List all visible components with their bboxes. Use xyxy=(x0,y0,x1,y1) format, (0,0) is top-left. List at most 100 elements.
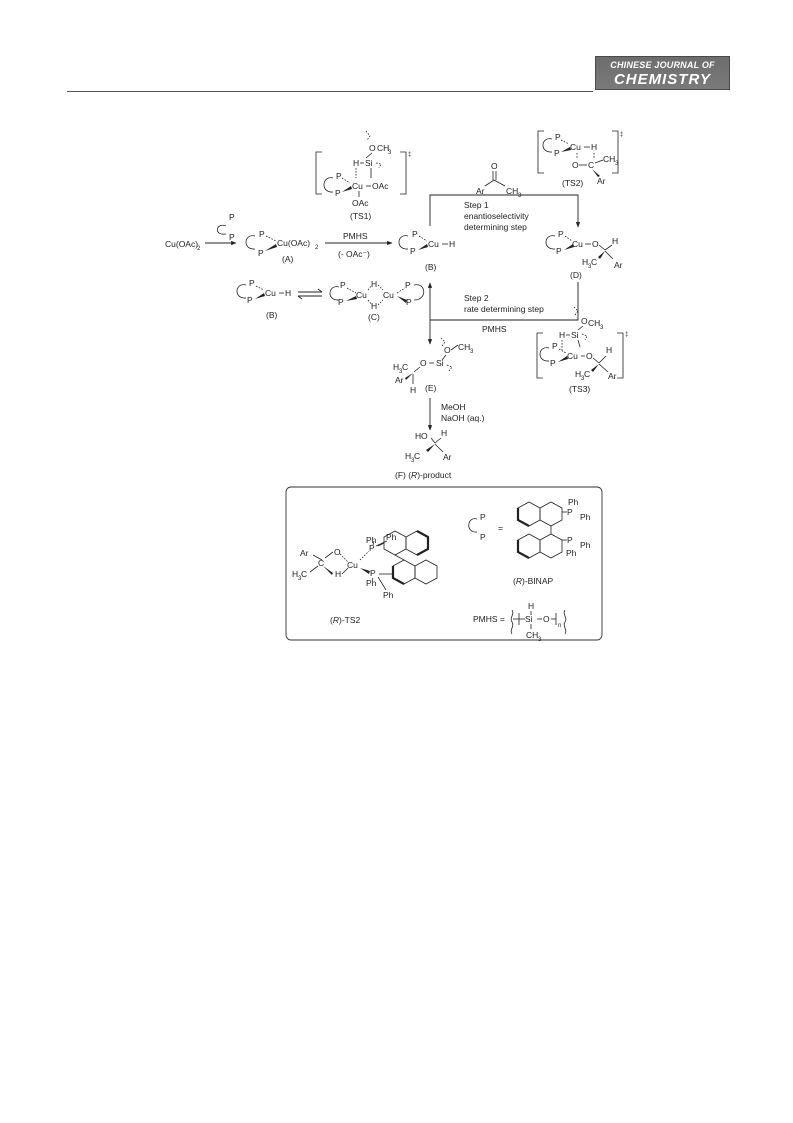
svg-text:H: H xyxy=(449,239,455,249)
svg-text:P: P xyxy=(336,171,342,181)
copper-acetate: Cu(OAc) 2 xyxy=(165,239,201,252)
journal-name-line1: CHINESE JOURNAL OF xyxy=(610,60,715,70)
svg-text:Cu: Cu xyxy=(572,239,583,249)
svg-text:CH: CH xyxy=(458,342,470,352)
svg-text:P: P xyxy=(480,532,486,542)
svg-text:Ar: Ar xyxy=(597,176,606,186)
svg-text:P: P xyxy=(412,229,418,239)
svg-text:C: C xyxy=(318,558,324,568)
svg-text:Cu(OAc): Cu(OAc) xyxy=(277,238,310,248)
svg-text:3: 3 xyxy=(399,369,403,375)
svg-text:3: 3 xyxy=(588,264,592,270)
copper-acetate-subscript: 2 xyxy=(197,246,201,252)
svg-text:C: C xyxy=(301,569,307,579)
svg-text:Ph: Ph xyxy=(383,590,394,600)
journal-name-line2: CHEMISTRY xyxy=(613,71,712,88)
svg-text:Ar: Ar xyxy=(443,452,452,462)
pmhs-definition: PMHS = H Si CH 3 O n xyxy=(473,601,567,643)
svg-text:P: P xyxy=(338,297,344,307)
svg-text:O: O xyxy=(491,161,498,171)
label-TS2: (TS2) xyxy=(562,178,583,188)
svg-text:CH: CH xyxy=(603,154,615,164)
svg-text:3: 3 xyxy=(298,576,302,582)
svg-text:C: C xyxy=(591,257,597,267)
svg-text:3: 3 xyxy=(581,376,585,382)
step2-line1: rate determining step xyxy=(464,304,544,314)
svg-text:Cu: Cu xyxy=(570,142,581,152)
svg-text:Si: Si xyxy=(525,614,533,624)
svg-text:P: P xyxy=(556,246,562,256)
binap-label: (R)-BINAP xyxy=(513,576,553,586)
svg-text:H: H xyxy=(528,601,534,611)
svg-text:Cu: Cu xyxy=(567,351,578,361)
equilibrium-arrows xyxy=(297,288,323,300)
svg-text:Si: Si xyxy=(571,330,579,340)
step2-title: Step 2 xyxy=(464,293,489,303)
inset-box xyxy=(285,486,603,641)
svg-text:O: O xyxy=(586,351,593,361)
svg-text:P: P xyxy=(249,278,255,288)
transition-state-TS3: ‡ O CH 3 H Si P P Cu O H H 3 C Ar (TS3) xyxy=(536,306,628,394)
svg-text:Ar: Ar xyxy=(476,186,485,196)
label-TS3: (TS3) xyxy=(569,384,590,394)
svg-text:P: P xyxy=(370,568,376,578)
svg-text:H: H xyxy=(575,369,581,379)
svg-text:Ph: Ph xyxy=(580,512,591,522)
svg-text:Cu: Cu xyxy=(347,560,358,570)
svg-text:3: 3 xyxy=(470,349,474,355)
label-TS1: (TS1) xyxy=(350,211,371,221)
svg-text:Si: Si xyxy=(365,158,373,168)
svg-text:O: O xyxy=(334,547,341,557)
svg-text:CH: CH xyxy=(588,318,600,328)
svg-text:P: P xyxy=(258,248,264,258)
svg-text:Ar: Ar xyxy=(300,548,309,558)
complex-A: P P Cu(OAc) 2 (A) xyxy=(245,229,319,264)
label-A: (A) xyxy=(282,254,294,264)
svg-text:OAc: OAc xyxy=(352,198,369,208)
R-TS2-structure: Ar C O H 3 C H Cu P P Ph Ph Ph Ph xyxy=(292,530,438,625)
product-alcohol-F: H O H H 3 C Ar (F) (R)-product xyxy=(395,428,452,480)
svg-text:‡: ‡ xyxy=(625,332,628,338)
svg-text:P: P xyxy=(480,512,486,522)
pmhs-reagent-label: PMHS xyxy=(343,231,368,241)
svg-text:H: H xyxy=(371,279,377,289)
pmhs-step2-label: PMHS xyxy=(482,324,507,334)
svg-text:Ph: Ph xyxy=(366,535,377,545)
svg-text:Cu: Cu xyxy=(428,239,439,249)
svg-text:H: H xyxy=(405,451,411,461)
svg-text:H: H xyxy=(393,362,399,372)
svg-text:Ar: Ar xyxy=(614,260,623,270)
step2-line xyxy=(430,282,579,321)
svg-text:3: 3 xyxy=(388,150,392,156)
svg-text:H: H xyxy=(612,236,618,246)
svg-text:P: P xyxy=(335,188,341,198)
svg-text:Ph: Ph xyxy=(580,540,591,550)
svg-text:H: H xyxy=(353,158,359,168)
svg-text:H: H xyxy=(335,569,341,579)
svg-text:P: P xyxy=(552,341,558,351)
svg-text:H: H xyxy=(559,330,565,340)
svg-text:Ph: Ph xyxy=(568,497,579,507)
svg-text:3: 3 xyxy=(411,458,415,464)
svg-text:Cu: Cu xyxy=(356,290,367,300)
bisphosphine-ligand-reagent: P P xyxy=(216,212,235,242)
svg-text:O: O xyxy=(369,143,376,153)
svg-text:O: O xyxy=(592,239,599,249)
svg-text:Ph: Ph xyxy=(386,532,397,542)
svg-text:CH: CH xyxy=(377,143,389,153)
pmhs-equals-label: PMHS = xyxy=(473,614,505,624)
aryl-methyl-ketone: O Ar CH 3 xyxy=(476,161,522,199)
product-label: (F) (R)-product xyxy=(395,470,452,480)
svg-text:P: P xyxy=(567,535,573,545)
methanol-reagent: MeOH xyxy=(441,402,466,412)
complex-B-left: P P Cu H (B) xyxy=(236,278,291,320)
svg-text:O: O xyxy=(421,431,428,441)
copper-alkoxide-D: P P Cu O H H 3 C Ar (D) xyxy=(545,229,623,280)
svg-text:P: P xyxy=(405,280,411,290)
svg-text:Ph: Ph xyxy=(566,548,577,558)
header-rule xyxy=(67,91,593,92)
svg-text:OAc: OAc xyxy=(372,181,389,191)
svg-text:n: n xyxy=(558,623,561,629)
svg-text:3: 3 xyxy=(600,325,604,331)
